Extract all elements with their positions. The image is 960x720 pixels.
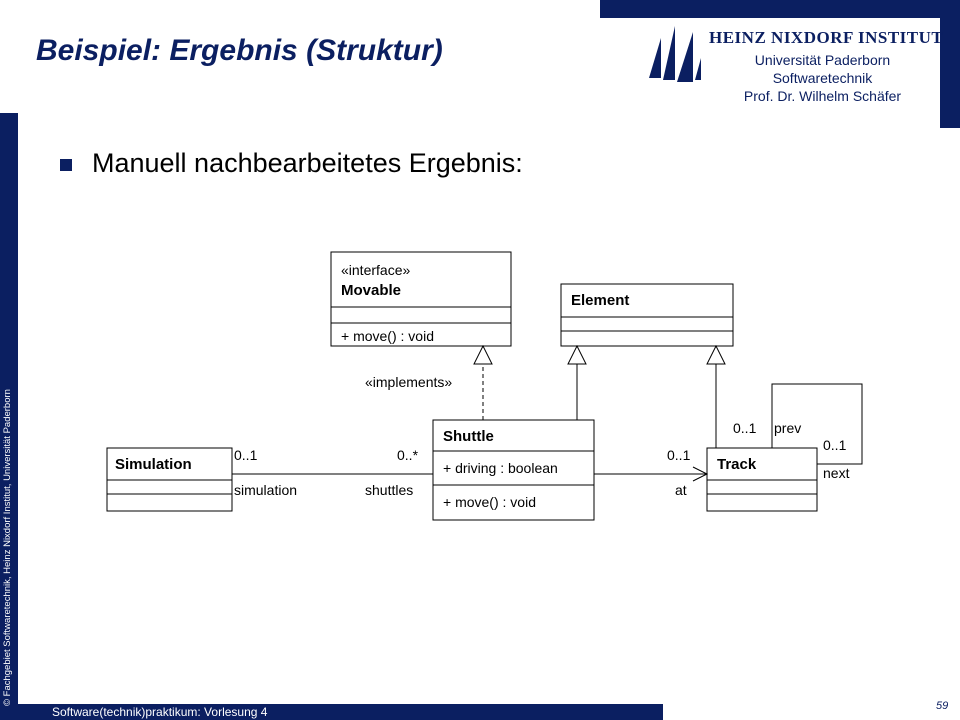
logo-department: Softwaretechnik xyxy=(772,70,873,86)
mult-at: 0..1 xyxy=(667,447,691,463)
logo-frame xyxy=(600,0,960,18)
logo-institute-name: HEINZ NIXDORF INSTITUT xyxy=(709,28,944,47)
generalization-track-element xyxy=(706,344,726,448)
bullet-text: Manuell nachbearbeitetes Ergebnis: xyxy=(92,148,523,178)
movable-stereotype: «interface» xyxy=(341,262,410,278)
role-simulation: simulation xyxy=(234,482,297,498)
class-movable: «interface» Movable + move() : void xyxy=(330,251,512,347)
logo-university: Universität Paderborn xyxy=(754,52,891,68)
role-prev: prev xyxy=(774,420,801,436)
association-shuttle-track xyxy=(594,466,709,482)
logo-professor: Prof. Dr. Wilhelm Schäfer xyxy=(743,88,902,104)
mult-next: 0..1 xyxy=(823,437,847,453)
class-track: Track xyxy=(706,447,818,512)
movable-operation: + move() : void xyxy=(341,328,434,344)
class-simulation: Simulation xyxy=(106,447,233,512)
realization-arrow xyxy=(473,344,493,420)
class-element: Element xyxy=(560,283,734,347)
class-shuttle: Shuttle + driving : boolean + move() : v… xyxy=(432,419,595,521)
institute-logo: HEINZ NIXDORF INSTITUT Universität Pader… xyxy=(645,18,944,104)
page-number: 59 xyxy=(936,700,949,712)
implements-label: «implements» xyxy=(365,374,452,390)
movable-name: Movable xyxy=(341,282,401,299)
footer-course: Software(technik)praktikum: Vorlesung 4 xyxy=(52,705,268,719)
shuttle-name: Shuttle xyxy=(443,428,494,445)
simulation-name: Simulation xyxy=(115,456,192,473)
role-next: next xyxy=(823,465,850,481)
bullet-marker xyxy=(60,159,72,171)
mult-prev: 0..1 xyxy=(733,420,757,436)
footer-bar xyxy=(18,704,663,720)
top-bar xyxy=(0,0,600,18)
shuttle-operation: + move() : void xyxy=(443,494,536,510)
slide-title: Beispiel: Ergebnis (Struktur) xyxy=(36,34,443,67)
generalization-shuttle-element xyxy=(567,344,587,420)
role-shuttles: shuttles xyxy=(365,482,413,498)
mult-simulation: 0..1 xyxy=(234,447,258,463)
left-sidebar xyxy=(0,113,18,720)
role-at: at xyxy=(675,482,687,498)
shuttle-attribute: + driving : boolean xyxy=(443,460,558,476)
element-name: Element xyxy=(571,292,629,309)
hni-logo-icon xyxy=(649,26,701,82)
track-name: Track xyxy=(717,456,757,473)
logo-frame-side xyxy=(940,0,960,128)
mult-shuttles: 0..* xyxy=(397,447,419,463)
association-track-self xyxy=(771,383,863,465)
